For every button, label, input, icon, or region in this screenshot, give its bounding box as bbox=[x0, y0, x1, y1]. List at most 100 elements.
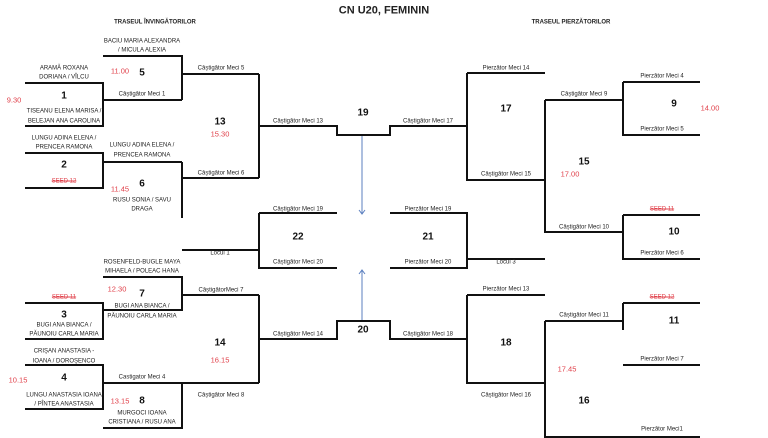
match-number: 4 bbox=[61, 372, 67, 384]
match-6-bracket bbox=[181, 162, 259, 218]
slot-label: Câștigător Meci 15 bbox=[480, 171, 532, 178]
team-label: BELEJAN ANA CAROLINA bbox=[27, 118, 101, 125]
slot-label: Pierzător Meci1 bbox=[641, 426, 683, 433]
team-label: BUGI ANA BIANCA / bbox=[114, 303, 170, 310]
match-21-bracket bbox=[390, 212, 545, 269]
match-number: 16 bbox=[578, 395, 590, 407]
team-label: TISEANU ELENA MARISA / bbox=[26, 108, 102, 115]
team-label: / PÎNTEA ANASTASIA bbox=[34, 401, 94, 408]
place-label: Locul 1 bbox=[210, 250, 230, 257]
match-number: 15 bbox=[578, 156, 590, 168]
match-number: 1 bbox=[61, 90, 67, 102]
match-time: 12.30 bbox=[107, 284, 127, 294]
winners-header: TRASEUL ÎNVINGĂTORILOR bbox=[114, 19, 196, 26]
slot-label: Câștigător Meci 11 bbox=[559, 312, 609, 319]
match-number: 21 bbox=[422, 231, 434, 243]
arrow-down-icon bbox=[358, 136, 366, 215]
slot-label: Pierzător Meci 4 bbox=[640, 73, 684, 80]
match-7-bracket bbox=[103, 276, 259, 311]
slot-label: Câștigător Meci 20 bbox=[272, 259, 324, 266]
match-time: 15.30 bbox=[210, 129, 230, 139]
slot-label: Câștigător Meci 16 bbox=[480, 392, 532, 399]
match-number: 9 bbox=[671, 98, 677, 110]
match-time: 16.15 bbox=[210, 355, 230, 365]
match-number: 5 bbox=[139, 67, 145, 79]
slot-label: Câștigător Meci 14 bbox=[272, 331, 324, 338]
team-label: LUNGU ADINA ELENA / bbox=[109, 142, 175, 149]
slot-label: Pierzător Meci 5 bbox=[640, 126, 684, 133]
match-time: 13.15 bbox=[110, 396, 130, 406]
match-number: 20 bbox=[357, 324, 369, 336]
seed-label: SEED 12 bbox=[649, 294, 675, 301]
arrows bbox=[358, 136, 366, 320]
match-15-bracket bbox=[544, 99, 623, 233]
match-number: 11 bbox=[668, 315, 680, 327]
slot-label: Câștigător Meci 8 bbox=[197, 392, 245, 399]
team-label: IOANA / DOROȘENCO bbox=[32, 358, 96, 365]
match-number: 8 bbox=[139, 395, 145, 407]
match-time: 9.30 bbox=[6, 95, 22, 105]
match-time: 17.45 bbox=[557, 364, 577, 374]
match-number: 17 bbox=[500, 103, 512, 115]
match-5-bracket bbox=[103, 55, 259, 100]
slot-label: Câștigător Meci 19 bbox=[272, 206, 324, 213]
team-label: BUGI ANA BIANCA / bbox=[36, 322, 92, 329]
slot-label: Câștigător Meci 1 bbox=[118, 91, 166, 98]
team-label: DORIANA / VÎLCU bbox=[39, 74, 89, 81]
team-label: MIHAELA / POLEAC HANA bbox=[105, 268, 179, 275]
match-number: 18 bbox=[500, 337, 512, 349]
slot-label: Pierzător Meci 7 bbox=[640, 356, 684, 363]
team-label: CRISTIANA / RUSU ANA bbox=[108, 419, 176, 426]
match-time: 11.00 bbox=[110, 66, 130, 76]
seed-label: SEED 11 bbox=[649, 206, 675, 213]
slot-label: Pierzător Meci 14 bbox=[482, 65, 530, 72]
team-label: PĂUNOIU CARLA MARIA bbox=[29, 331, 99, 338]
team-label: LUNGU ADINA ELENA / bbox=[31, 135, 97, 142]
team-label: PRENCEA RAMONA bbox=[35, 144, 93, 151]
match-number: 10 bbox=[668, 226, 680, 238]
slot-label: Câștigător Meci 18 bbox=[402, 331, 454, 338]
team-label: PRENCEA RAMONA bbox=[113, 152, 171, 159]
match-number: 3 bbox=[61, 309, 67, 321]
match-18-bracket bbox=[466, 294, 545, 384]
match-time: 17.00 bbox=[560, 169, 580, 179]
match-13-19-bracket bbox=[258, 74, 467, 178]
match-10-bracket bbox=[622, 214, 700, 260]
match-number: 14 bbox=[214, 337, 226, 349]
slot-label: CâștigătorMeci 7 bbox=[198, 287, 244, 294]
match-17-bracket bbox=[466, 72, 545, 181]
seed-label: SEED 11 bbox=[51, 294, 77, 301]
team-label: LUNGU ANASTASIA IOANA bbox=[26, 392, 102, 399]
slot-label: Câștigător Meci 10 bbox=[558, 224, 610, 231]
match-16-bracket bbox=[544, 320, 700, 438]
slot-label: Pierzător Meci 20 bbox=[404, 259, 452, 266]
match-number: 22 bbox=[292, 231, 304, 243]
match-time: 11.45 bbox=[110, 184, 130, 194]
place-label: Locul 3 bbox=[496, 259, 516, 266]
team-label: MURGOCI IOANA bbox=[117, 410, 167, 417]
slot-label: Pierzător Meci 13 bbox=[482, 286, 530, 293]
team-label: BACIU MARIA ALEXANDRA bbox=[103, 38, 181, 45]
match-number: 6 bbox=[139, 178, 145, 190]
slot-label: Câștigător Meci 6 bbox=[197, 170, 245, 177]
losers-header: TRASEUL PIERZĂTORILOR bbox=[531, 19, 611, 26]
match-1-bracket bbox=[25, 82, 182, 127]
match-11-bracket bbox=[622, 302, 700, 366]
team-label: CRIȘAN ANASTASIA - bbox=[33, 348, 95, 355]
team-label: ROSENFELD-BUGLE MAYA bbox=[103, 259, 181, 266]
slot-label: Câștigător Meci 5 bbox=[197, 65, 245, 72]
team-label: DRAGA bbox=[131, 206, 153, 213]
match-9-bracket bbox=[622, 81, 700, 136]
match-2-bracket bbox=[25, 152, 182, 189]
match-number: 7 bbox=[139, 288, 145, 300]
match-number: 2 bbox=[61, 159, 67, 171]
team-label: ARAMĂ ROXANA bbox=[39, 65, 89, 72]
slot-label: Pierzător Meci 6 bbox=[640, 250, 684, 257]
slot-label: Câștigător Meci 9 bbox=[560, 91, 608, 98]
slot-label: Castigator Meci 4 bbox=[118, 374, 166, 381]
match-time: 10.15 bbox=[8, 375, 28, 385]
match-14-20-bracket bbox=[258, 295, 467, 383]
page-title: CN U20, FEMININ bbox=[338, 4, 430, 17]
match-22-bracket bbox=[182, 212, 337, 269]
team-label: RUSU SONIA / SAVU bbox=[113, 197, 171, 204]
